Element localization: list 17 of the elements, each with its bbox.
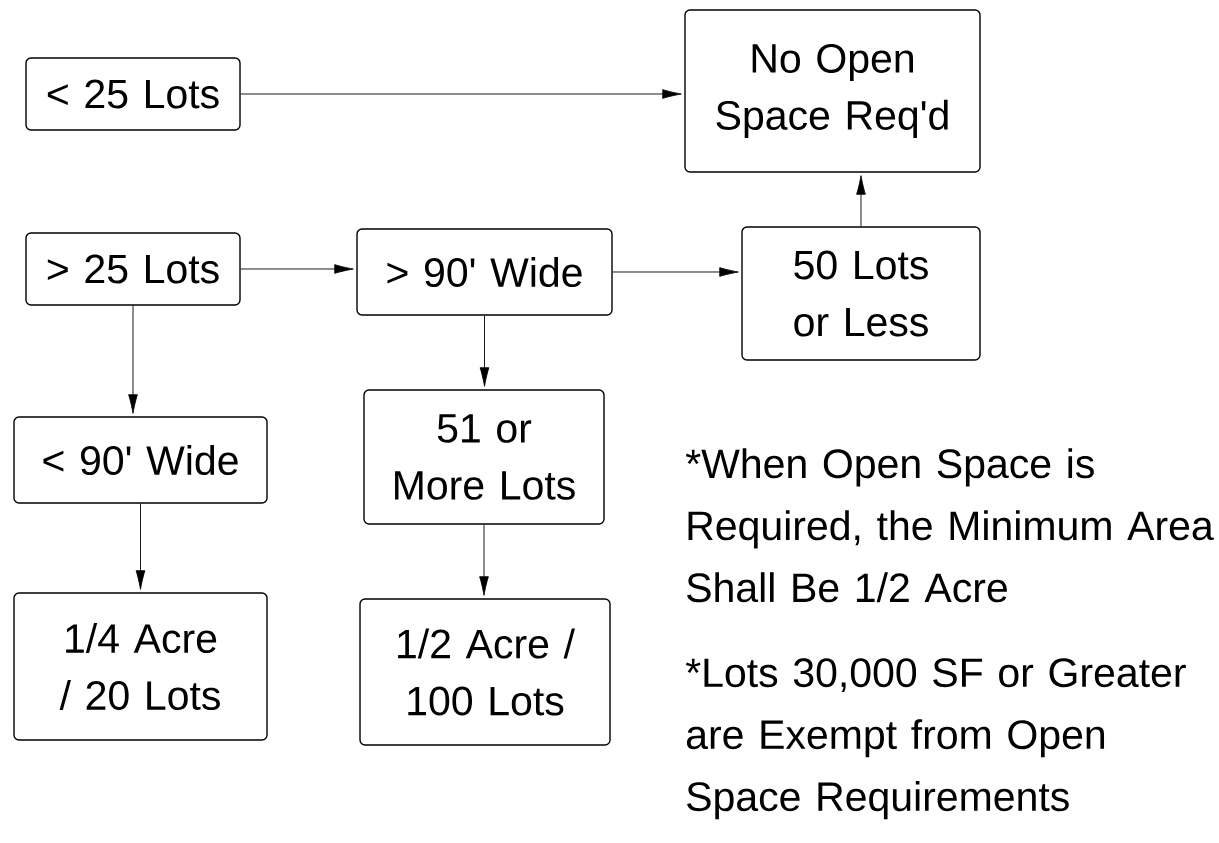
process-box: < 90' Wide — [13, 416, 268, 504]
note-text: *When Open Space is Required, the Minimum Area Shall Be 1/2 Acre — [685, 448, 1214, 603]
process-box: > 25 Lots — [25, 232, 241, 306]
arrow — [128, 305, 138, 414]
arrow — [240, 89, 682, 99]
process-box: 1/2 Acre / 100 Lots — [359, 598, 611, 746]
arrow — [479, 524, 489, 596]
arrow — [240, 264, 354, 274]
arrow — [856, 175, 866, 227]
arrow — [612, 267, 739, 277]
process-box: 50 Lots or Less — [741, 226, 981, 361]
process-box: < 25 Lots — [25, 57, 241, 131]
note-text: *Lots 30,000 SF or Greater are Exempt from Open Space Requirements — [685, 658, 1186, 820]
process-box: 51 or More Lots — [363, 389, 605, 525]
process-box: > 90' Wide — [356, 228, 613, 316]
process-box: No Open Space Req'd — [684, 9, 981, 173]
process-box: 1/4 Acre / 20 Lots — [13, 592, 268, 741]
